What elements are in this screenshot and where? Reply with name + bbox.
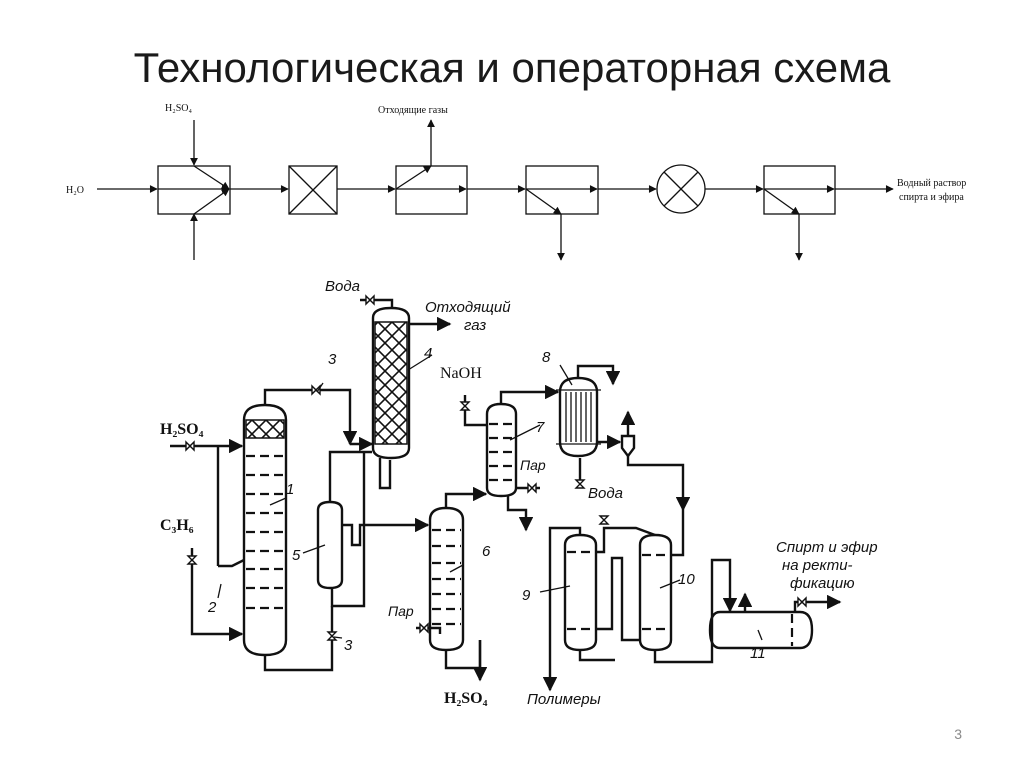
equipment-5-separator [316,500,344,590]
label-off-gas-1: Отходящий [425,299,511,316]
number-1: 1 [286,481,294,498]
label-steam-7: Пар [520,457,546,473]
operator-separation-1 [525,165,599,215]
label-water-top: Вода [325,278,360,295]
label-output-line1: Водный раствор [897,178,966,189]
label-steam-6: Пар [388,603,414,619]
label-naoh: NaOH [440,365,482,382]
label-water-8: Вода [588,485,623,502]
number-6: 6 [482,543,491,560]
equipment-1-reactor-column [242,403,288,657]
process-scheme: Вода Отходящий газ NaOH H₂SO₄ C₃H₆ Пар П… [160,278,878,708]
equipment-7-column [485,402,518,498]
number-5: 5 [292,547,301,564]
label-output-line2: спирта и эфира [899,192,964,203]
block-diagram: H₂SO₄ H₂O Отходящие газы Водный раствор … [66,103,966,261]
number-9: 9 [522,587,531,604]
label-c3h6: C₃H₆ [160,517,194,534]
equipment-small-separator [620,434,636,458]
operator-reaction [288,165,338,215]
equipment-10-column [638,533,673,652]
label-h2so4-out: H₂SO₄ [444,690,488,707]
equipment-8-condenser [556,376,601,458]
label-h2o-block: H₂O [66,185,84,196]
number-10: 10 [678,571,695,588]
equipment-6-column [428,506,465,652]
page-number: 3 [954,726,962,742]
label-product-2: на ректи- [782,557,853,574]
operator-gas-separation [395,165,468,215]
equipment-9-column [563,533,598,652]
operator-heat-exchange [656,164,706,214]
label-product-1: Спирт и эфир [776,539,878,556]
operator-mixing [157,165,231,215]
label-off-gas-2: газ [464,317,486,334]
number-3-bottom: 3 [344,637,353,654]
number-3-top: 3 [328,351,337,368]
number-2: 2 [207,599,217,616]
equipment-4-scrubber [371,306,411,460]
number-11: 11 [750,645,766,662]
label-h2so4-block: H₂SO₄ [165,103,192,114]
label-off-gases: Отходящие газы [378,105,448,116]
slide-title: Технологическая и операторная схема [133,44,891,91]
number-8: 8 [542,349,551,366]
label-product-3: фикацию [790,575,855,592]
label-polymers: Полимеры [527,691,601,708]
valve-icons [185,294,807,641]
equipment-11-tank [708,610,814,650]
number-4: 4 [424,345,432,362]
number-7: 7 [536,419,545,436]
label-h2so4-in: H₂SO₄ [160,421,204,438]
operator-separation-2 [763,165,836,215]
